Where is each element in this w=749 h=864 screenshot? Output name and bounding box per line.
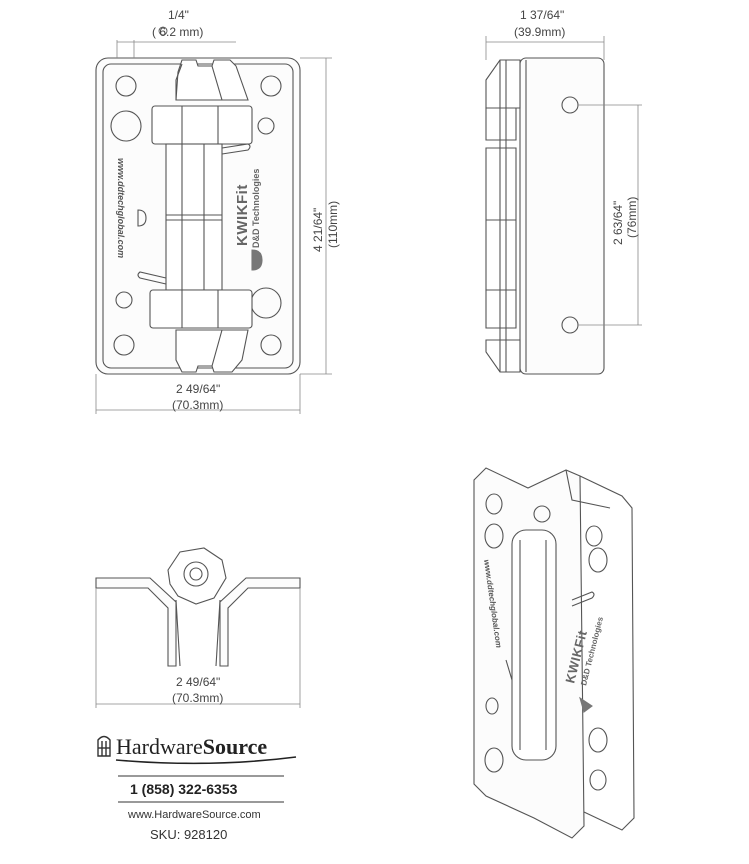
width-in: 2 49/64" bbox=[176, 382, 220, 396]
top-dimension-lines bbox=[95, 588, 301, 708]
logo-swoosh bbox=[115, 756, 297, 765]
top-view bbox=[95, 547, 301, 667]
hole-spacing-mm: (76mm) bbox=[625, 197, 639, 238]
hardware-source-logo-icon bbox=[97, 735, 111, 757]
hardware-source-logo-text: HardwareSource bbox=[116, 734, 267, 759]
isometric-view bbox=[473, 467, 635, 839]
phone-number[interactable]: 1 (858) 322-6353 bbox=[130, 781, 238, 797]
pin-diameter-mm: ( 6.2 mm) bbox=[152, 25, 203, 39]
bottom-width-mm: (70.3mm) bbox=[172, 691, 223, 705]
height-in: 4 21/64" bbox=[311, 208, 325, 252]
side-dimension-lines bbox=[485, 36, 642, 326]
height-mm: (110mm) bbox=[326, 201, 340, 248]
brand-main-label: KWIKFit bbox=[234, 184, 251, 246]
website-link[interactable]: www.HardwareSource.com bbox=[127, 809, 261, 821]
engraved-url-label: www.ddtechglobal.com bbox=[116, 158, 126, 258]
diameter-symbol-icon bbox=[158, 26, 168, 36]
brand-sub-label: D&D Technologies bbox=[251, 169, 261, 248]
front-view bbox=[95, 57, 301, 375]
bottom-width-in: 2 49/64" bbox=[176, 675, 220, 689]
side-view bbox=[485, 57, 605, 375]
pin-diameter-in: 1/4" bbox=[168, 8, 189, 22]
depth-mm: (39.9mm) bbox=[514, 25, 565, 39]
sku-label: SKU: 928120 bbox=[150, 827, 227, 842]
front-dimension-lines bbox=[95, 40, 332, 414]
depth-in: 1 37/64" bbox=[520, 8, 564, 22]
hole-spacing-in: 2 63/64" bbox=[611, 201, 625, 245]
width-mm: (70.3mm) bbox=[172, 398, 223, 412]
